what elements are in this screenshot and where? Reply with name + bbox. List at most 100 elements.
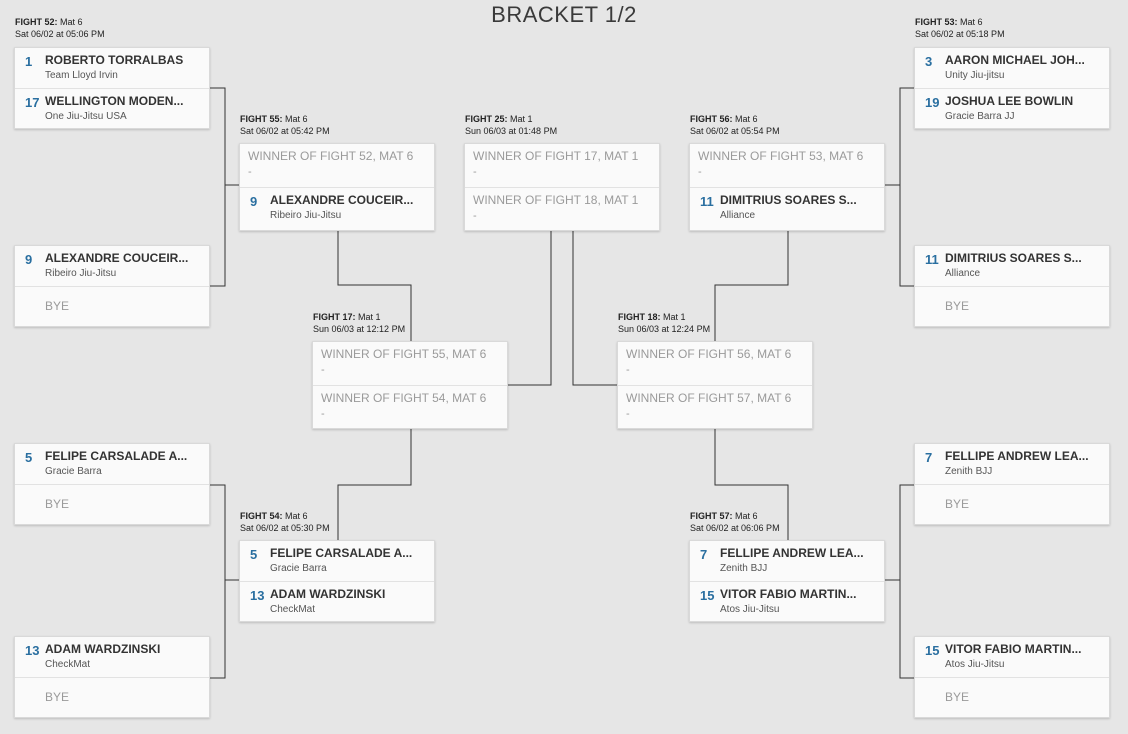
bye-slot: BYE xyxy=(915,484,1109,524)
team-name: Gracie Barra JJ xyxy=(945,111,1015,122)
fight-25-header: FIGHT 25: Mat 1 Sun 06/03 at 01:48 PM xyxy=(465,113,557,137)
fight-number: FIGHT 25: xyxy=(465,114,508,124)
winner-placeholder: WINNER OF FIGHT 57, MAT 6 xyxy=(626,391,792,405)
winner-placeholder: WINNER OF FIGHT 55, MAT 6 xyxy=(321,347,487,361)
team-name: Unity Jiu-jitsu xyxy=(945,70,1005,81)
match-card-fight-52[interactable]: 1 ROBERTO TORRALBAS Team Lloyd Irvin 17 … xyxy=(14,47,210,129)
seed-number: 7 xyxy=(700,547,708,562)
competitor-name: DIMITRIUS SOARES S... xyxy=(945,251,1082,265)
competitor-slot[interactable]: 7 FELLIPE ANDREW LEA... Zenith BJJ xyxy=(690,541,884,581)
competitor-name: WELLINGTON MODEN... xyxy=(45,94,184,108)
team-name: CheckMat xyxy=(45,659,91,670)
fight-mat: Mat 6 xyxy=(60,17,83,27)
seed-number: 9 xyxy=(25,252,33,267)
match-card-fight-57[interactable]: 7 FELLIPE ANDREW LEA... Zenith BJJ 15 VI… xyxy=(689,540,885,622)
bye-card-seed-15[interactable]: 15 VITOR FABIO MARTIN... Atos Jiu-Jitsu … xyxy=(914,636,1110,718)
competitor-name: ALEXANDRE COUCEIR... xyxy=(45,251,189,265)
placeholder-dash: - xyxy=(626,408,630,420)
competitor-name: ALEXANDRE COUCEIR... xyxy=(270,193,414,207)
bye-slot: BYE xyxy=(15,286,209,326)
fight-time: Sun 06/03 at 12:24 PM xyxy=(618,324,711,334)
competitor-slot[interactable]: 15 VITOR FABIO MARTIN... Atos Jiu-Jitsu xyxy=(915,637,1109,677)
winner-placeholder: WINNER OF FIGHT 53, MAT 6 xyxy=(698,149,864,163)
placeholder-slot: WINNER OF FIGHT 55, MAT 6 - xyxy=(313,342,507,385)
bye-card-seed-9[interactable]: 9 ALEXANDRE COUCEIR... Ribeiro Jiu-Jitsu… xyxy=(14,245,210,327)
bye-card-seed-5[interactable]: 5 FELIPE CARSALADE A... Gracie Barra BYE xyxy=(14,443,210,525)
competitor-name: FELIPE CARSALADE A... xyxy=(45,449,188,463)
placeholder-dash: - xyxy=(321,408,325,420)
match-card-fight-53[interactable]: 3 AARON MICHAEL JOH... Unity Jiu-jitsu 1… xyxy=(914,47,1110,129)
competitor-slot[interactable]: 3 AARON MICHAEL JOH... Unity Jiu-jitsu xyxy=(915,48,1109,88)
team-name: Ribeiro Jiu-Jitsu xyxy=(270,210,342,221)
match-card-fight-17[interactable]: WINNER OF FIGHT 55, MAT 6 - WINNER OF FI… xyxy=(312,341,508,429)
competitor-slot[interactable]: 15 VITOR FABIO MARTIN... Atos Jiu-Jitsu xyxy=(690,581,884,621)
bye-label: BYE xyxy=(45,497,70,511)
fight-54-header: FIGHT 54: Mat 6 Sat 06/02 at 05:30 PM xyxy=(240,510,330,534)
competitor-slot[interactable]: 11 DIMITRIUS SOARES S... Alliance xyxy=(690,187,884,230)
seed-number: 5 xyxy=(25,450,33,465)
competitor-name: FELLIPE ANDREW LEA... xyxy=(720,546,864,560)
placeholder-slot: WINNER OF FIGHT 56, MAT 6 - xyxy=(618,342,812,385)
competitor-slot[interactable]: 7 FELLIPE ANDREW LEA... Zenith BJJ xyxy=(915,444,1109,484)
team-name: CheckMat xyxy=(270,604,316,615)
team-name: Gracie Barra xyxy=(45,466,102,477)
placeholder-slot: WINNER OF FIGHT 18, MAT 1 - xyxy=(465,187,659,230)
fight-mat: Mat 6 xyxy=(735,511,758,521)
fight-number: FIGHT 52: xyxy=(15,17,58,27)
bye-label: BYE xyxy=(945,690,970,704)
competitor-slot[interactable]: 13 ADAM WARDZINSKI CheckMat xyxy=(15,637,209,677)
seed-number: 9 xyxy=(250,194,258,209)
bye-slot: BYE xyxy=(915,286,1109,326)
fight-time: Sun 06/03 at 01:48 PM xyxy=(465,126,558,136)
bye-label: BYE xyxy=(45,299,70,313)
competitor-slot[interactable]: 17 WELLINGTON MODEN... One Jiu-Jitsu USA xyxy=(15,88,209,128)
seed-number: 17 xyxy=(25,95,40,110)
match-card-fight-56[interactable]: WINNER OF FIGHT 53, MAT 6 - 11 DIMITRIUS… xyxy=(689,143,885,231)
competitor-slot[interactable]: 9 ALEXANDRE COUCEIR... Ribeiro Jiu-Jitsu xyxy=(240,187,434,230)
competitor-name: DIMITRIUS SOARES S... xyxy=(720,193,857,207)
bye-label: BYE xyxy=(945,497,970,511)
team-name: Zenith BJJ xyxy=(945,466,993,477)
fight-time: Sat 06/02 at 05:06 PM xyxy=(15,29,105,39)
seed-number: 15 xyxy=(700,588,715,603)
bye-slot: BYE xyxy=(915,677,1109,717)
seed-number: 7 xyxy=(925,450,933,465)
bye-card-seed-7[interactable]: 7 FELLIPE ANDREW LEA... Zenith BJJ BYE xyxy=(914,443,1110,525)
seed-number: 1 xyxy=(25,54,33,69)
fight-52-header: FIGHT 52: Mat 6 Sat 06/02 at 05:06 PM xyxy=(15,16,105,40)
placeholder-dash: - xyxy=(321,364,325,376)
match-card-fight-54[interactable]: 5 FELIPE CARSALADE A... Gracie Barra 13 … xyxy=(239,540,435,622)
fight-number: FIGHT 57: xyxy=(690,511,733,521)
fight-mat: Mat 6 xyxy=(285,511,308,521)
competitor-name: VITOR FABIO MARTIN... xyxy=(945,642,1082,656)
placeholder-slot: WINNER OF FIGHT 52, MAT 6 - xyxy=(240,144,434,187)
winner-placeholder: WINNER OF FIGHT 18, MAT 1 xyxy=(473,193,639,207)
fight-mat: Mat 6 xyxy=(960,17,983,27)
match-card-fight-55[interactable]: WINNER OF FIGHT 52, MAT 6 - 9 ALEXANDRE … xyxy=(239,143,435,231)
competitor-slot[interactable]: 1 ROBERTO TORRALBAS Team Lloyd Irvin xyxy=(15,48,209,88)
bye-label: BYE xyxy=(45,690,70,704)
bye-slot: BYE xyxy=(15,677,209,717)
seed-number: 15 xyxy=(925,643,940,658)
competitor-name: FELLIPE ANDREW LEA... xyxy=(945,449,1089,463)
match-card-fight-18[interactable]: WINNER OF FIGHT 56, MAT 6 - WINNER OF FI… xyxy=(617,341,813,429)
team-name: Alliance xyxy=(720,210,756,221)
competitor-slot[interactable]: 5 FELIPE CARSALADE A... Gracie Barra xyxy=(15,444,209,484)
placeholder-slot: WINNER OF FIGHT 57, MAT 6 - xyxy=(618,385,812,428)
match-card-fight-25[interactable]: WINNER OF FIGHT 17, MAT 1 - WINNER OF FI… xyxy=(464,143,660,231)
competitor-slot[interactable]: 9 ALEXANDRE COUCEIR... Ribeiro Jiu-Jitsu xyxy=(15,246,209,286)
placeholder-slot: WINNER OF FIGHT 17, MAT 1 - xyxy=(465,144,659,187)
competitor-slot[interactable]: 5 FELIPE CARSALADE A... Gracie Barra xyxy=(240,541,434,581)
fight-time: Sun 06/03 at 12:12 PM xyxy=(313,324,406,334)
fight-time: Sat 06/02 at 05:42 PM xyxy=(240,126,330,136)
bye-card-seed-11[interactable]: 11 DIMITRIUS SOARES S... Alliance BYE xyxy=(914,245,1110,327)
seed-number: 19 xyxy=(925,95,940,110)
bye-card-seed-13[interactable]: 13 ADAM WARDZINSKI CheckMat BYE xyxy=(14,636,210,718)
competitor-name: AARON MICHAEL JOH... xyxy=(945,53,1085,67)
competitor-slot[interactable]: 19 JOSHUA LEE BOWLIN Gracie Barra JJ xyxy=(915,88,1109,128)
competitor-slot[interactable]: 11 DIMITRIUS SOARES S... Alliance xyxy=(915,246,1109,286)
seed-number: 11 xyxy=(925,252,939,267)
competitor-name: FELIPE CARSALADE A... xyxy=(270,546,413,560)
competitor-slot[interactable]: 13 ADAM WARDZINSKI CheckMat xyxy=(240,581,434,621)
